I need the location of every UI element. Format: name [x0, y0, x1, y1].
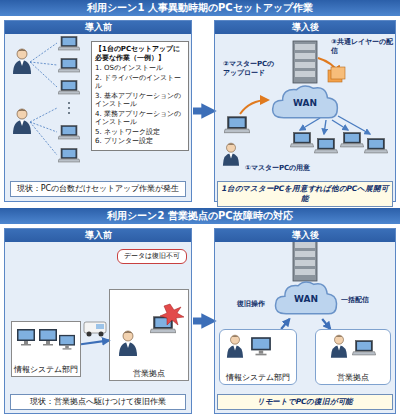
wan-cloud: WAN: [273, 279, 339, 319]
title-band: 利用シーン1 人事異動時期のPCセットアップ作業: [0, 0, 400, 16]
node-text: 現状：PCの台数だけセットアップ作業が発生: [13, 184, 183, 194]
flow-arrow: [281, 319, 289, 329]
step-label: 復旧操作: [236, 300, 266, 309]
node-text: 5. ネットワーク設定: [95, 128, 185, 137]
node-text: WAN: [294, 294, 318, 304]
node-text: リモートでPCの復旧が可能: [219, 397, 391, 407]
caption-box: 現状：営業拠点へ駆けつけて復旧作業: [10, 394, 186, 410]
node-text: 6. プリンター設定: [95, 137, 185, 146]
panel-heading: 導入前: [5, 21, 191, 34]
caption-box: リモートでPCの復旧が可能: [217, 394, 393, 410]
step-label: 一括配信: [340, 296, 370, 305]
node-text: 営業拠点: [133, 369, 165, 378]
node-text: WAN: [293, 98, 317, 108]
panel-heading: 導入後: [215, 21, 395, 34]
step-label: ②マスターPCのアップロード: [222, 60, 280, 77]
before-panel: 導入前情報システム部門 営業拠点 データは復旧不可現状：営業拠点へ駆けつけて復旧作業: [4, 228, 192, 414]
step-label: ③共通レイヤーの配信: [330, 38, 394, 55]
node-text: 【1台のPCセットアップに必要な作業（一例）】: [95, 45, 185, 62]
task-list-box: 【1台のPCセットアップに必要な作業（一例）】 1. OSのインストール2. ドラ…: [91, 41, 189, 151]
node-text: 営業拠点: [337, 373, 369, 382]
caption-box: 現状：PCの台数だけセットアップ作業が発生: [10, 181, 186, 197]
transition-arrow: [193, 108, 209, 115]
department-box: 情報システム部門: [219, 329, 297, 385]
node-text: 情報システム部門: [14, 365, 78, 374]
node-text: 利用シーン1 人事異動時期のPCセットアップ作業: [0, 0, 400, 16]
before-panel: 導入前【1台のPCセットアップに必要な作業（一例）】 1. OSのインストール2.…: [4, 20, 192, 202]
branch-box: 営業拠点: [109, 289, 189, 381]
node-text: 利用シーン2 営業拠点のPC故障時の対応: [0, 208, 400, 224]
node-text: 2. ドライバーのインストール: [95, 74, 185, 91]
branch-box: 営業拠点: [315, 329, 391, 385]
department-box: 情報システム部門: [11, 321, 81, 377]
node-text: 1. OSのインストール: [95, 64, 185, 73]
panel-heading: 導入前: [5, 229, 191, 242]
after-panel: 導入後 WAN 情報システム部門 営業拠点リモートでPCの復旧が可能: [214, 228, 396, 414]
panel-heading: 導入後: [215, 229, 395, 242]
node-text: 1台のマスターPCを用意すれば他のPCへ展開可能: [219, 184, 391, 204]
node-text: 情報システム部門: [226, 373, 290, 382]
node-text: 3. 基本アプリケーションのインストール: [95, 92, 185, 109]
caption-box: 1台のマスターPCを用意すれば他のPCへ展開可能: [217, 181, 393, 207]
node-text: 現状：営業拠点へ駆けつけて復旧作業: [13, 397, 183, 407]
node-text: 4. 業務アプリケーションのインストール: [95, 110, 185, 127]
step-label: ①マスターPCの用意: [244, 164, 311, 173]
title-band: 利用シーン2 営業拠点のPC故障時の対応: [0, 208, 400, 224]
wan-cloud: WAN: [270, 83, 340, 123]
node-text: データは復旧不可: [121, 252, 183, 261]
flow-arrow: [322, 319, 330, 329]
flow-arrow: [81, 340, 109, 344]
callout-bubble: データは復旧不可: [117, 249, 187, 264]
transition-arrow: [193, 318, 209, 325]
